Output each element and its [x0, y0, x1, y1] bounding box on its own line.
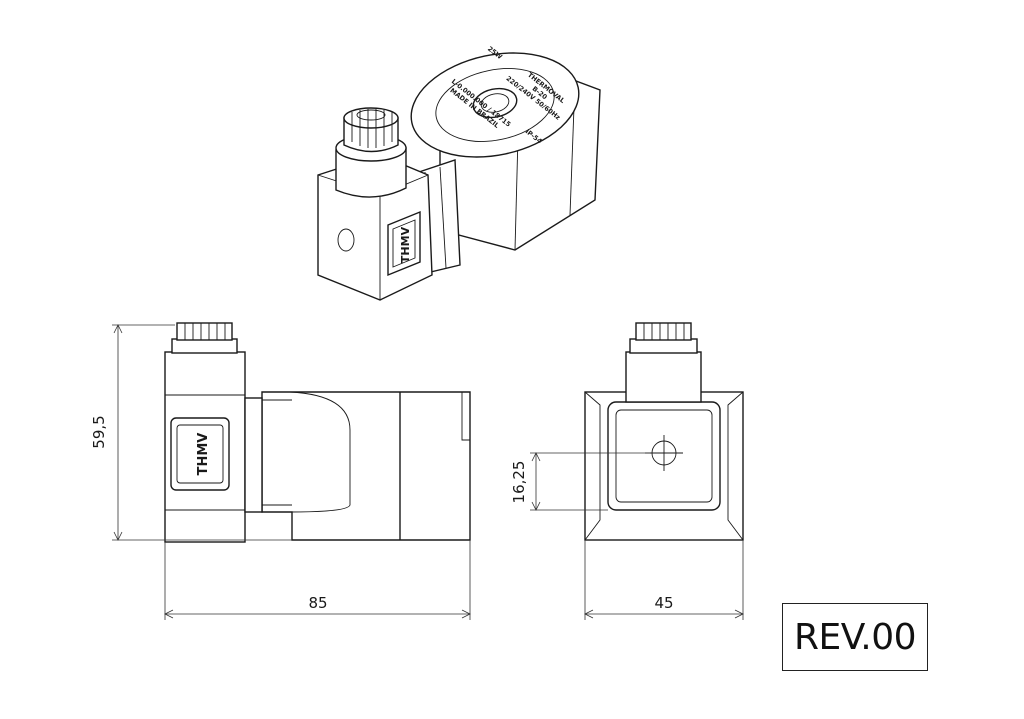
revision-label: REV.00	[794, 616, 917, 658]
dim-hole-height-label: 16,25	[510, 461, 528, 504]
side-brand: THMV	[196, 433, 211, 476]
isometric-view: THERMOVAL B-20 220/240V 50/60Hz 25W IP-5…	[317, 45, 601, 301]
dim-length-label: 85	[308, 594, 327, 612]
dim-height-label: 59,5	[90, 415, 108, 448]
revision-box: REV.00	[782, 603, 928, 671]
iso-brand: THMV	[399, 226, 412, 263]
front-view: 16,25 45	[510, 322, 744, 620]
dim-width-label: 45	[654, 594, 673, 612]
side-view: THMV 59,5 85	[90, 322, 471, 620]
